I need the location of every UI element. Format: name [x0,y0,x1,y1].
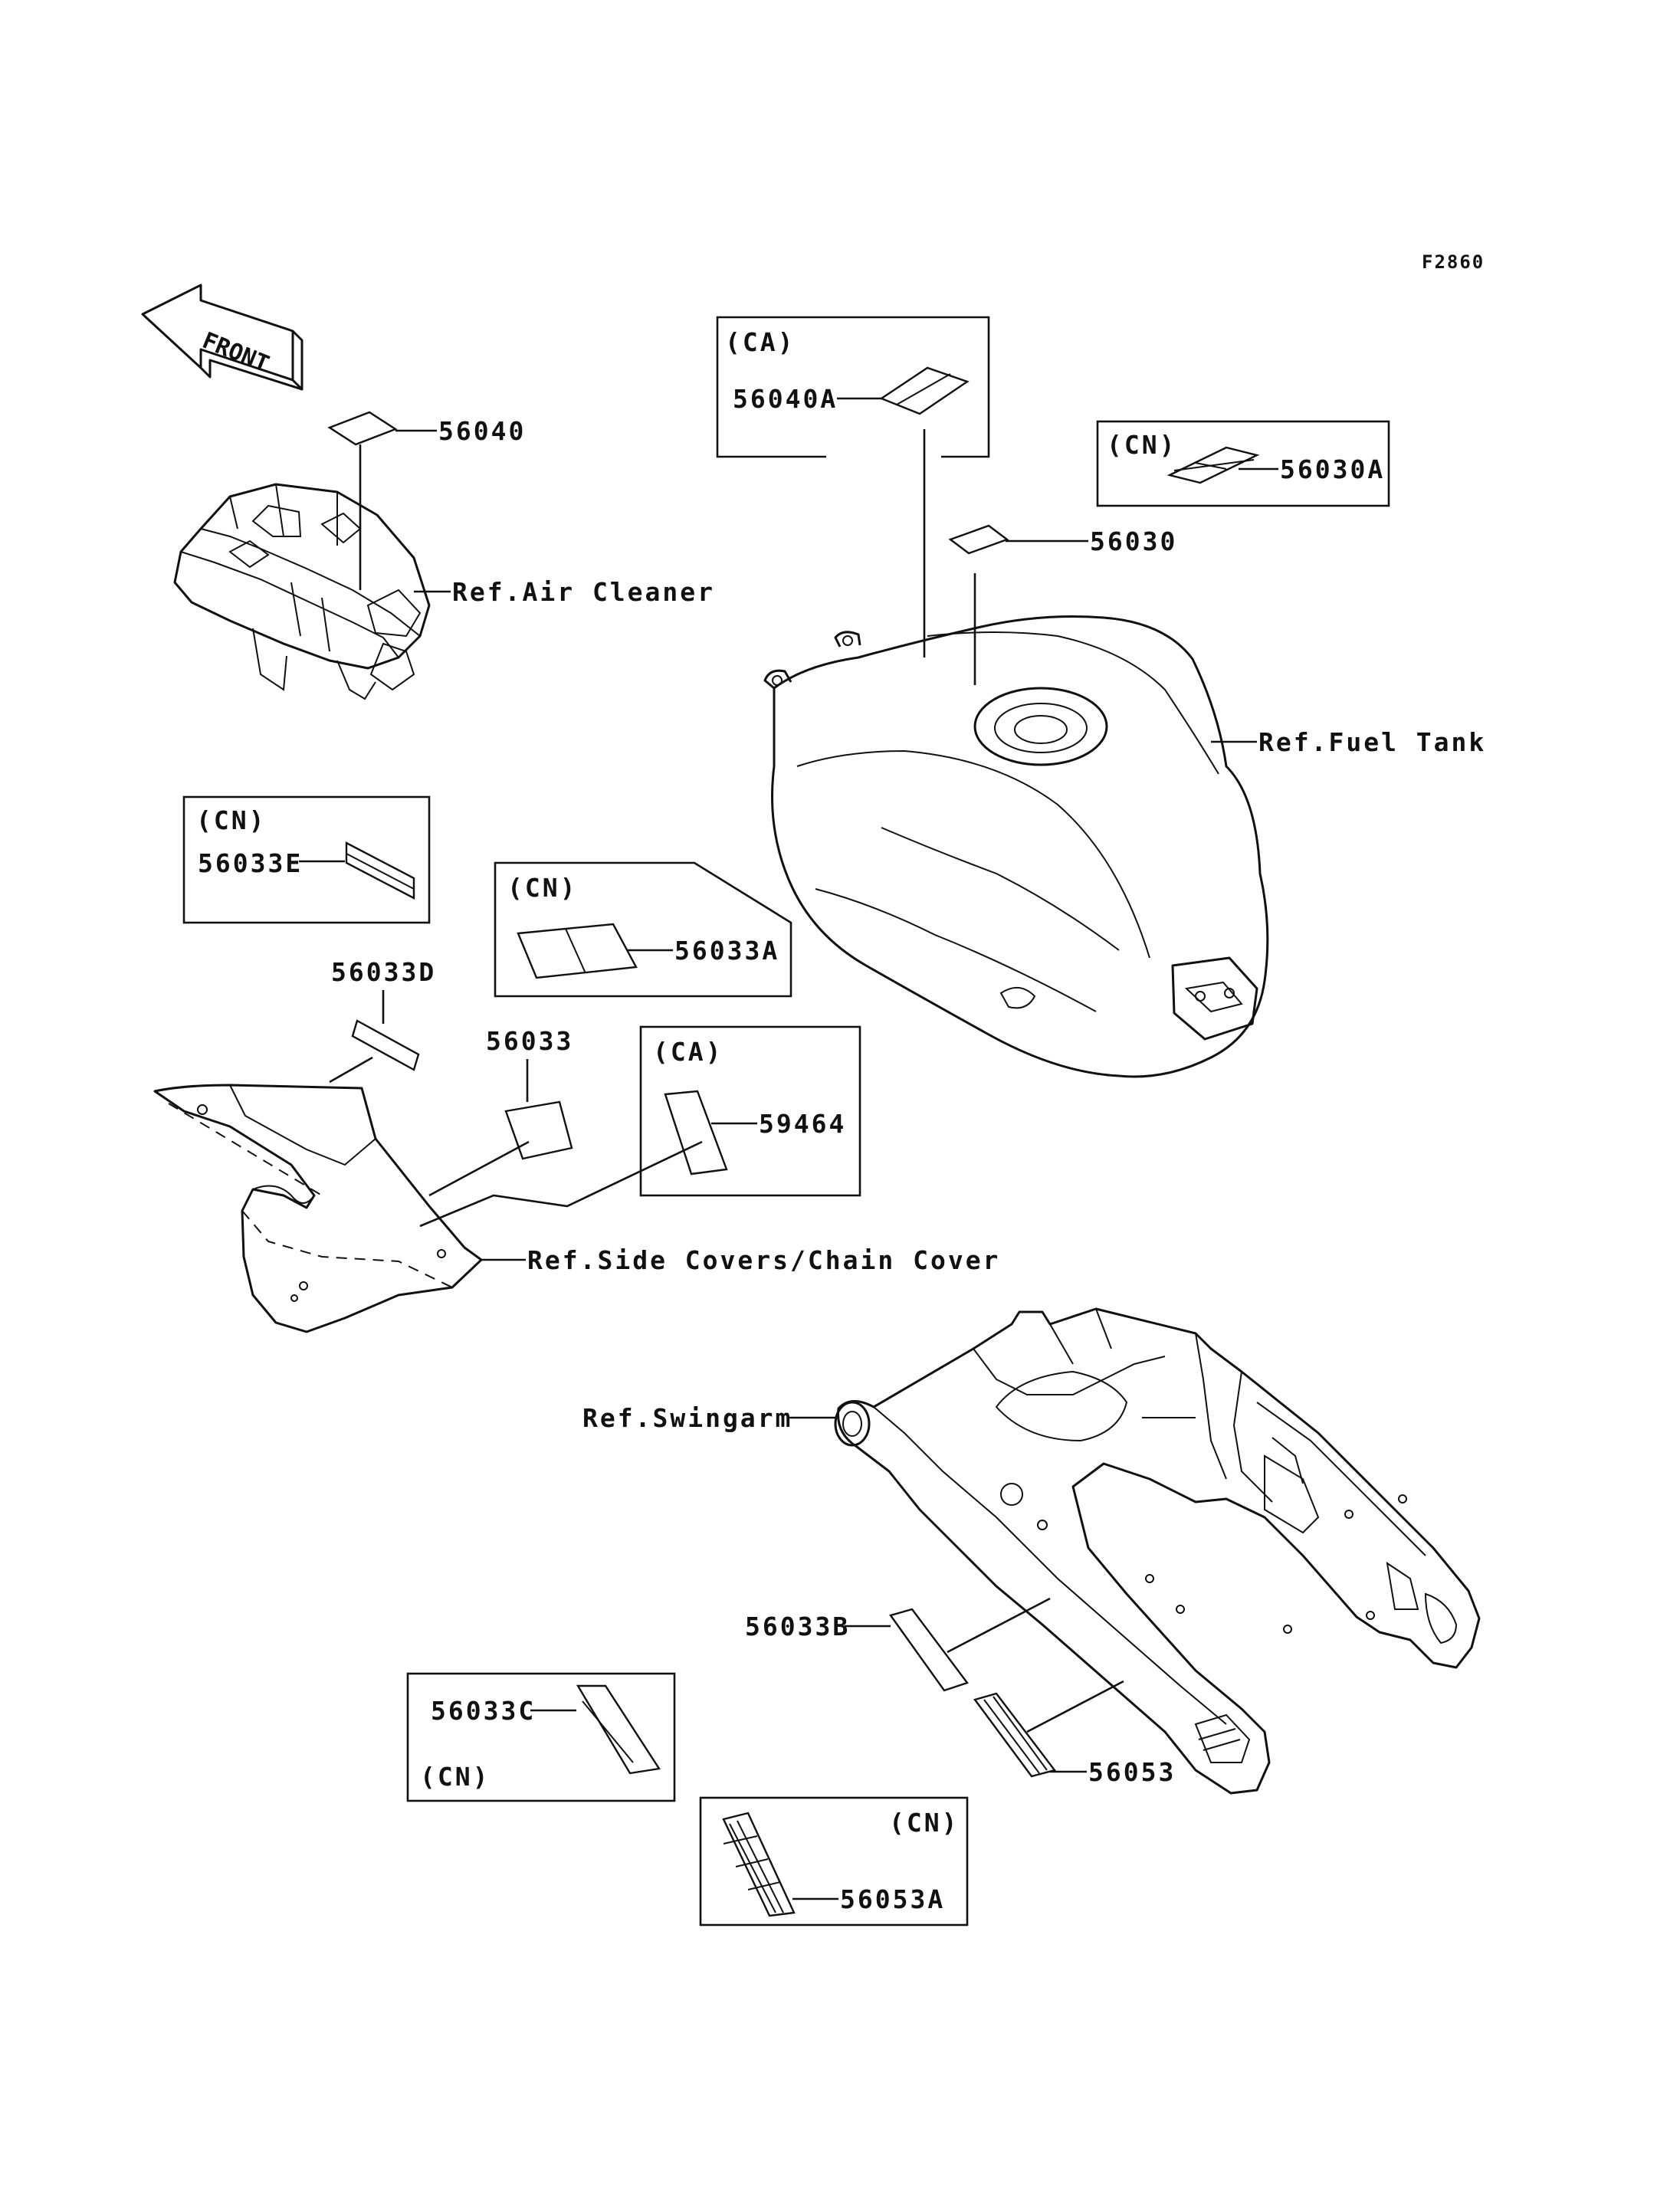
part-56030-label: 56030 [1090,526,1177,556]
decal-56033A [517,923,638,979]
ref-swingarm-label: Ref.Swingarm [582,1403,792,1433]
ref-air-cleaner-label: Ref.Air Cleaner [452,577,715,607]
region-tag-56033E: (CN) [196,805,266,835]
part-56033-label: 56033 [486,1026,573,1056]
box-56033C [406,1672,676,1802]
region-tag-59464: (CA) [653,1037,723,1067]
part-56033A-label: 56033A [674,936,779,966]
part-56053A-label: 56053A [840,1884,945,1914]
box-56033E [182,795,431,924]
part-56040A-label: 56040A [733,384,838,414]
decal-56033D [351,1019,420,1071]
air-cleaner-drawing [173,483,431,700]
part-56033B-label: 56033B [745,1612,850,1641]
ref-fuel-tank-label: Ref.Fuel Tank [1258,727,1486,757]
box-56033A [494,861,792,998]
front-arrow-icon: FRONT [141,284,304,391]
side-cover-drawing [153,1084,483,1333]
region-tag-56053A: (CN) [889,1808,959,1838]
decal-56033B [889,1608,969,1692]
part-59464-label: 59464 [759,1109,846,1139]
part-56033D-label: 56033D [331,957,436,987]
box-59464 [639,1025,861,1197]
decal-59464 [664,1090,728,1176]
box-56030A [1096,420,1390,507]
region-tag-56033C: (CN) [420,1762,490,1792]
part-56033E-label: 56033E [198,848,303,878]
figure-code: F2860 [1422,251,1485,273]
part-56030A-label: 56030A [1280,454,1385,484]
box-56040A [716,316,990,458]
region-tag-56033A: (CN) [507,873,577,903]
decal-56033C [576,1684,661,1775]
ref-side-covers-label: Ref.Side Covers/Chain Cover [527,1245,1000,1275]
decal-56040A [879,366,970,415]
swingarm-drawing [834,1307,1481,1795]
box-56053A [699,1796,969,1926]
fuel-tank-drawing [763,615,1269,1078]
decal-56040 [327,411,398,446]
decal-56033 [504,1100,573,1160]
part-56040-label: 56040 [438,416,526,446]
region-tag-56030A: (CN) [1107,430,1176,460]
part-56053-label: 56053 [1088,1757,1176,1787]
region-tag-56040A: (CA) [725,327,795,357]
part-56033C-label: 56033C [431,1696,536,1726]
decal-56030 [948,524,1009,555]
